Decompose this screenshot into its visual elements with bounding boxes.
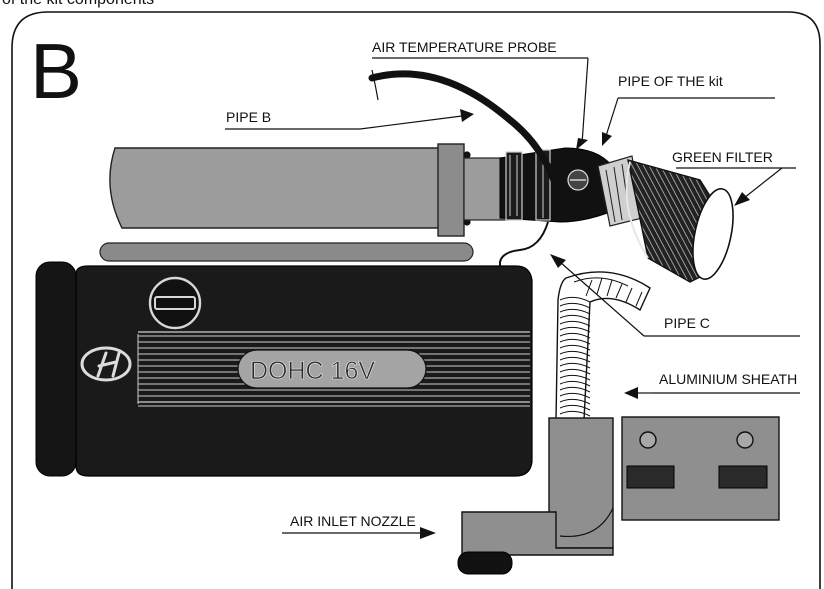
aluminium-sheath: [621, 416, 780, 521]
panel-frame: [11, 11, 821, 589]
header-cut-text: of the kit components: [2, 0, 154, 8]
air-inlet-nozzle: [457, 417, 614, 575]
panel-letter: B: [30, 27, 82, 115]
label-pipe-of-the-kit: PIPE OF THE kit: [618, 73, 723, 89]
probe-hose: [368, 70, 564, 204]
kit-elbow-pipe: [499, 147, 643, 227]
probe-hose-edge: [371, 69, 379, 101]
label-air-inlet-nozzle: AIR INLET NOZZLE: [290, 513, 416, 529]
leader-green-filter: [676, 167, 796, 206]
rail-bar: [99, 242, 474, 262]
engine-cover: DOHC 16V: [35, 261, 533, 477]
pipe-b: [109, 143, 510, 237]
label-pipe-b: PIPE B: [226, 109, 271, 125]
probe-wire: [499, 221, 549, 270]
leader-aluminium-sheath: [624, 387, 800, 399]
leader-air-inlet-nozzle: [282, 527, 436, 539]
brand-logo-icon: [80, 346, 132, 382]
green-filter: [625, 159, 734, 283]
leader-air-temperature-probe: [372, 57, 589, 150]
label-aluminium-sheath: ALUMINIUM SHEATH: [659, 371, 797, 387]
leader-pipe-c: [550, 254, 800, 337]
label-pipe-c: PIPE C: [664, 315, 710, 331]
label-green-filter: GREEN FILTER: [672, 149, 773, 165]
leader-pipe-of-the-kit: [602, 97, 775, 146]
leader-pipe-b: [225, 109, 474, 130]
pipe-c: [555, 271, 651, 421]
oil-cap-icon: [148, 276, 202, 330]
engine-cover-text: DOHC 16V: [250, 357, 375, 385]
label-air-temperature-probe: AIR TEMPERATURE PROBE: [372, 39, 557, 55]
